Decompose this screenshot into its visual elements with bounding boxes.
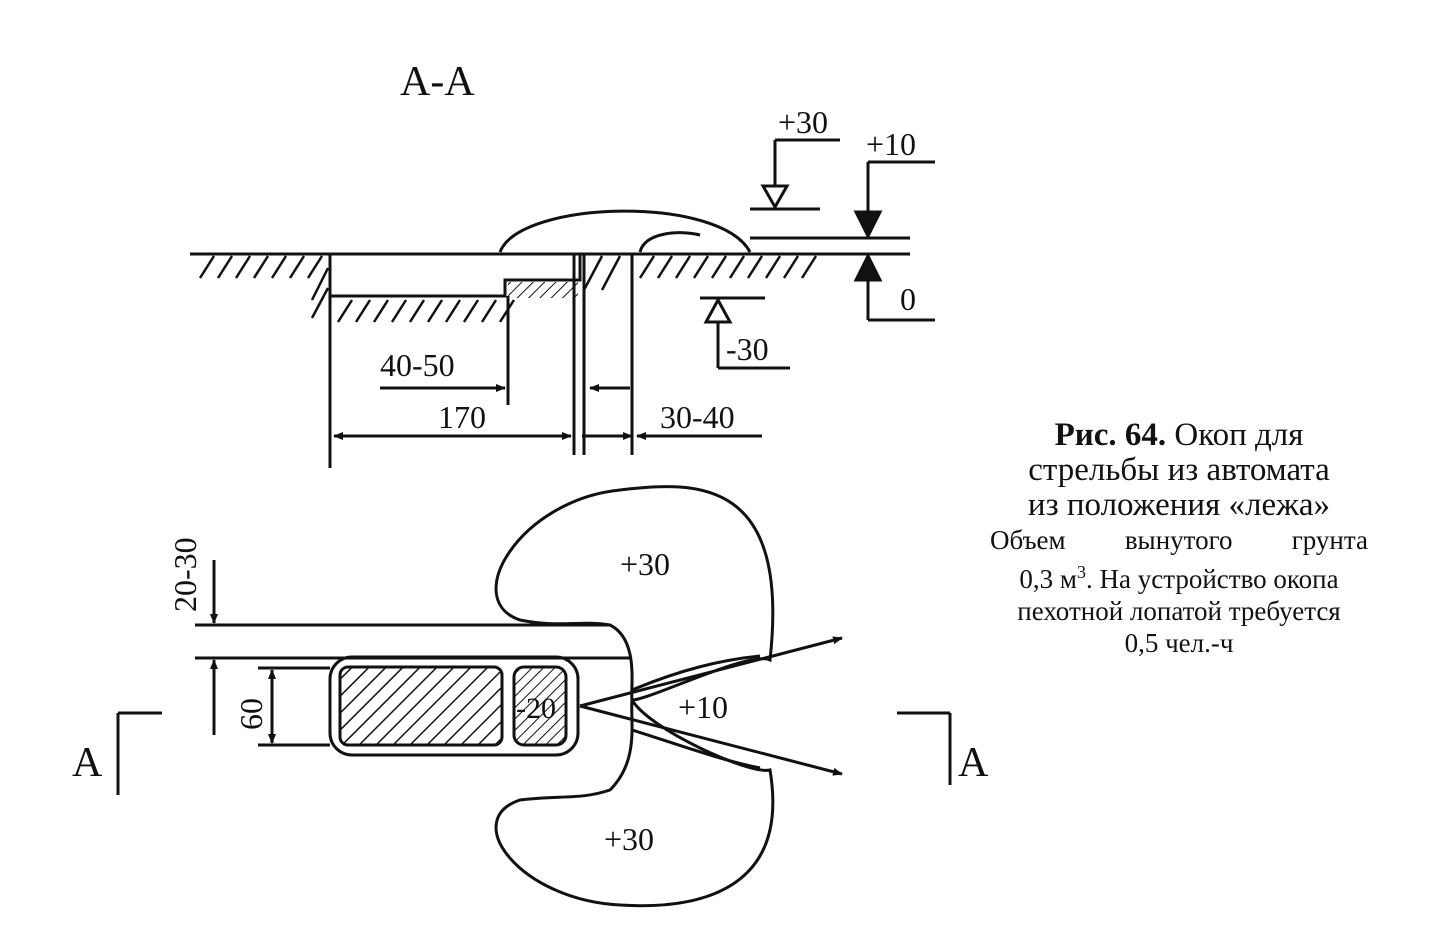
trench-pit: [328, 254, 582, 298]
caption-title: Рис. 64. Окоп для: [990, 418, 1368, 453]
caption-volume-exponent: 3: [1077, 562, 1086, 582]
caption-note-line2-rest: . На устройство окопа: [1086, 564, 1339, 594]
caption-title-line3: из положения «лежа»: [1027, 487, 1331, 523]
caption-title-line1: Окоп для: [1174, 417, 1304, 453]
elbow-rest-plan: [512, 665, 568, 747]
caption-note-line3: пехотной лопатой требуется: [1017, 596, 1341, 626]
plan-view: [116, 485, 952, 908]
label-dim-20-30: 20-30: [167, 537, 203, 612]
figure-caption: Рис. 64. Окоп для стрельбы из автомата и…: [990, 418, 1368, 659]
elevation-marker-plus30: [760, 184, 790, 211]
label-plus30-profile: +30: [778, 104, 828, 140]
elevation-marker-plus10: [853, 210, 883, 240]
elevation-marker-minus30: [703, 296, 733, 324]
label-minus30-profile: -30: [726, 331, 769, 367]
section-marker-right: А: [958, 740, 989, 786]
caption-note-line1: Объем вынутого грунта: [990, 525, 1368, 555]
parapet-inner: [638, 231, 701, 253]
ground-hatch-right: [582, 255, 818, 291]
caption-volume: 0,3 м: [1019, 564, 1077, 594]
pit-hatch-left: [310, 267, 516, 323]
trench-plan-outline: [328, 655, 580, 757]
caption-title-line2: стрельбы из автомата: [1028, 452, 1330, 488]
label-plus10-plan: +10: [678, 689, 728, 725]
caption-note-line4: 0,5 чел.-ч: [1124, 628, 1234, 658]
caption-label: Рис. 64.: [1054, 417, 1167, 453]
parapet: [498, 209, 752, 253]
label-dim-30-40: 30-40: [660, 399, 735, 435]
caption-note-line2: 0,3 м3. На устройство окопа: [990, 557, 1368, 594]
label-plus10-profile: +10: [866, 126, 916, 162]
label-minus20: -20: [516, 692, 556, 725]
trench-body: [338, 665, 504, 747]
label-dim-170: 170: [438, 399, 486, 435]
label-plus30-top: +30: [620, 546, 670, 582]
label-plus30-bottom: +30: [604, 821, 654, 857]
section-marker-left: А: [72, 740, 103, 786]
elbow-rest: [508, 282, 578, 298]
fire-sector-upper: [579, 636, 843, 708]
elevation-marker-zero: [853, 252, 883, 282]
label-dim-40-50: 40-50: [380, 347, 455, 383]
label-zero-profile: 0: [900, 281, 916, 317]
section-title: А-А: [400, 59, 475, 105]
parapet-outline-lower: [494, 695, 775, 908]
profile-view: [190, 138, 935, 468]
fire-sector-lower: [579, 704, 843, 776]
label-dim-60: 60: [233, 698, 269, 730]
ground-hatch-left: [198, 255, 324, 279]
